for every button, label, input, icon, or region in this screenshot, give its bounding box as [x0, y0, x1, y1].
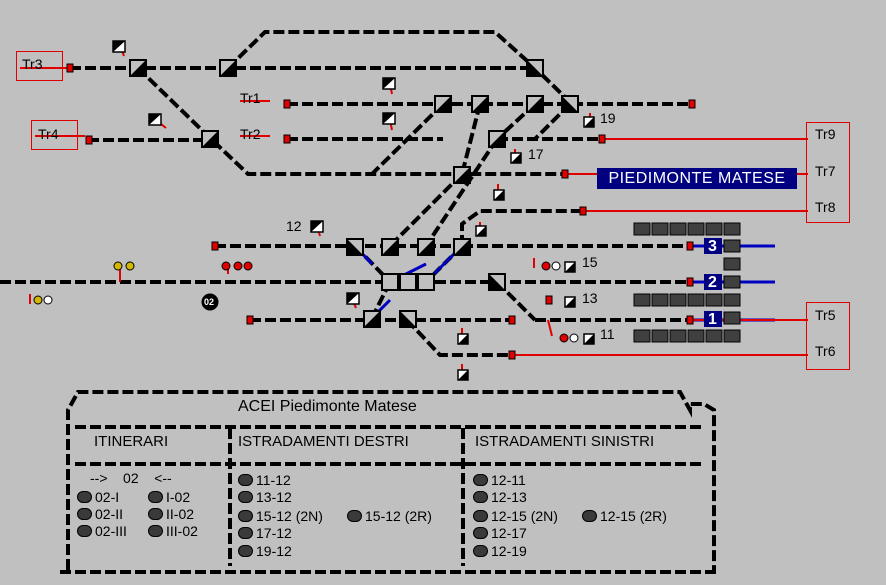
track-number-1[interactable]: 1 [708, 311, 717, 328]
signal-11-number: 11 [600, 326, 615, 342]
lamp-signals [33, 261, 579, 343]
label-tr3: Tr3 [22, 56, 43, 72]
itinerario-button[interactable]: I-02 [148, 489, 190, 505]
route-button-icon[interactable] [473, 474, 488, 486]
destro-button[interactable]: 17-12 [238, 525, 292, 541]
route-button-icon[interactable] [473, 527, 488, 539]
route-button-icon[interactable] [148, 508, 163, 520]
route-button-icon[interactable] [148, 491, 163, 503]
track-number-3[interactable]: 3 [708, 238, 717, 255]
box-tr9-tr7-tr8[interactable] [806, 122, 850, 223]
route-button-icon[interactable] [473, 545, 488, 557]
panel-title: ACEI Piedimonte Matese [238, 398, 417, 415]
route-button-icon[interactable] [238, 474, 253, 486]
switch-halves [130, 60, 578, 327]
destro-button[interactable]: 11-12 [238, 472, 291, 488]
route-button-icon[interactable] [238, 491, 253, 503]
signal-fills [113, 41, 594, 380]
route-button-icon[interactable] [238, 545, 253, 557]
route-button-icon[interactable] [238, 510, 253, 522]
switches [129, 59, 579, 328]
route-button-icon[interactable] [148, 525, 163, 537]
track-number-2[interactable]: 2 [708, 274, 717, 291]
header-itinerari: ITINERARI [94, 433, 169, 450]
itinerario-button[interactable]: III-02 [148, 523, 198, 539]
signal-02-number: 02 [204, 297, 215, 307]
tracks [0, 30, 692, 357]
itinerario-button[interactable]: II-02 [148, 506, 194, 522]
label-tr5: Tr5 [815, 307, 836, 323]
label-tr9: Tr9 [815, 126, 836, 142]
label-tr1: Tr1 [240, 90, 261, 106]
sinistro-button[interactable]: 12-13 [473, 489, 527, 505]
label-tr4: Tr4 [38, 126, 59, 142]
red-markers [66, 63, 696, 360]
route-button-icon[interactable] [582, 510, 597, 522]
signal-icons [112, 40, 595, 381]
destro-button[interactable]: 19-12 [238, 543, 292, 559]
signal-12-number: 12 [286, 218, 302, 234]
route-button-icon[interactable] [77, 508, 92, 520]
destro-button[interactable]: 13-12 [238, 489, 292, 505]
track-blocks [633, 222, 741, 343]
signal-13-number: 13 [582, 290, 598, 306]
itinerari-direction: --> 02 <-- [90, 470, 172, 486]
track-number-bg [704, 238, 722, 327]
label-tr2: Tr2 [240, 126, 261, 142]
header-istradamenti-sinistri: ISTRADAMENTI SINISTRI [475, 433, 655, 450]
signal-17-number: 17 [528, 146, 544, 162]
sinistro-button[interactable]: 12-15 (2N) [473, 508, 558, 524]
route-button-icon[interactable] [238, 527, 253, 539]
route-button-icon[interactable] [77, 491, 92, 503]
box-tr5-tr6[interactable] [806, 302, 850, 370]
label-tr7: Tr7 [815, 163, 836, 179]
label-tr8: Tr8 [815, 199, 836, 215]
box-tr4[interactable] [31, 120, 78, 150]
sinistro-button-extra[interactable]: 12-15 (2R) [582, 508, 667, 524]
itinerario-button[interactable]: 02-II [77, 506, 123, 522]
itinerario-button[interactable]: 02-I [77, 489, 119, 505]
box-tr3[interactable] [16, 51, 63, 81]
station-name: PIEDIMONTE MATESE [597, 168, 797, 189]
destro-button-extra[interactable]: 15-12 (2R) [347, 508, 432, 524]
route-button-icon[interactable] [347, 510, 362, 522]
control-panel-frame [60, 390, 720, 574]
header-istradamenti-destri: ISTRADAMENTI DESTRI [238, 433, 409, 450]
route-button-icon[interactable] [473, 510, 488, 522]
itinerario-button[interactable]: 02-III [77, 523, 127, 539]
destro-button[interactable]: 15-12 (2N) [238, 508, 323, 524]
sinistro-button[interactable]: 12-17 [473, 525, 527, 541]
sinistro-button[interactable]: 12-11 [473, 472, 526, 488]
signal-19-number: 19 [600, 110, 616, 126]
signal-15-number: 15 [582, 254, 598, 270]
route-button-icon[interactable] [473, 491, 488, 503]
sinistro-button[interactable]: 12-19 [473, 543, 527, 559]
label-tr6: Tr6 [815, 343, 836, 359]
route-button-icon[interactable] [77, 525, 92, 537]
